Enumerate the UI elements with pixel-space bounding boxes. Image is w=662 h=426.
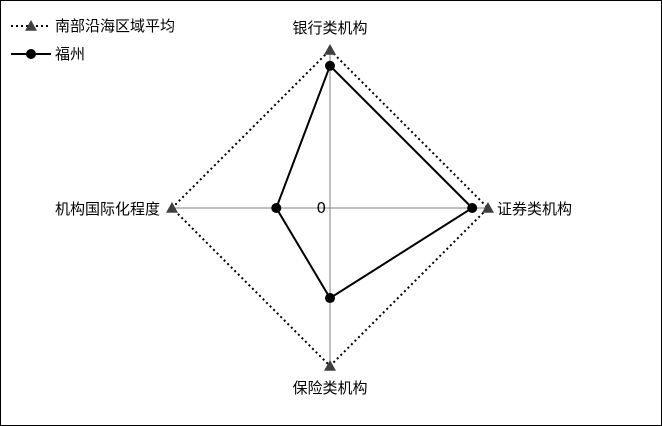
series-1-point-2 (482, 202, 494, 213)
axis-label-1: 银行类机构 (292, 19, 367, 37)
axis-label-2: 证券类机构 (497, 200, 572, 218)
axis-label-3: 保险类机构 (292, 379, 367, 397)
series-line-2 (275, 63, 474, 300)
legend-marker-1 (25, 20, 37, 31)
axis-zero-label: 0 (316, 199, 326, 217)
series-1-point-3 (324, 360, 336, 371)
legend-marker-2 (26, 49, 36, 59)
series-2-point-3 (325, 293, 335, 304)
axis-label-4: 机构国际化程度 (55, 200, 160, 218)
legend-label-1: 南部沿海区域平均 (55, 17, 175, 35)
series-1-point-4 (166, 202, 178, 213)
legend-label-2: 福州 (55, 45, 85, 63)
series-2-point-2 (467, 203, 478, 213)
series-2-point-4 (271, 203, 282, 213)
series-1-point-1 (324, 44, 336, 55)
series-2-point-1 (325, 60, 335, 71)
